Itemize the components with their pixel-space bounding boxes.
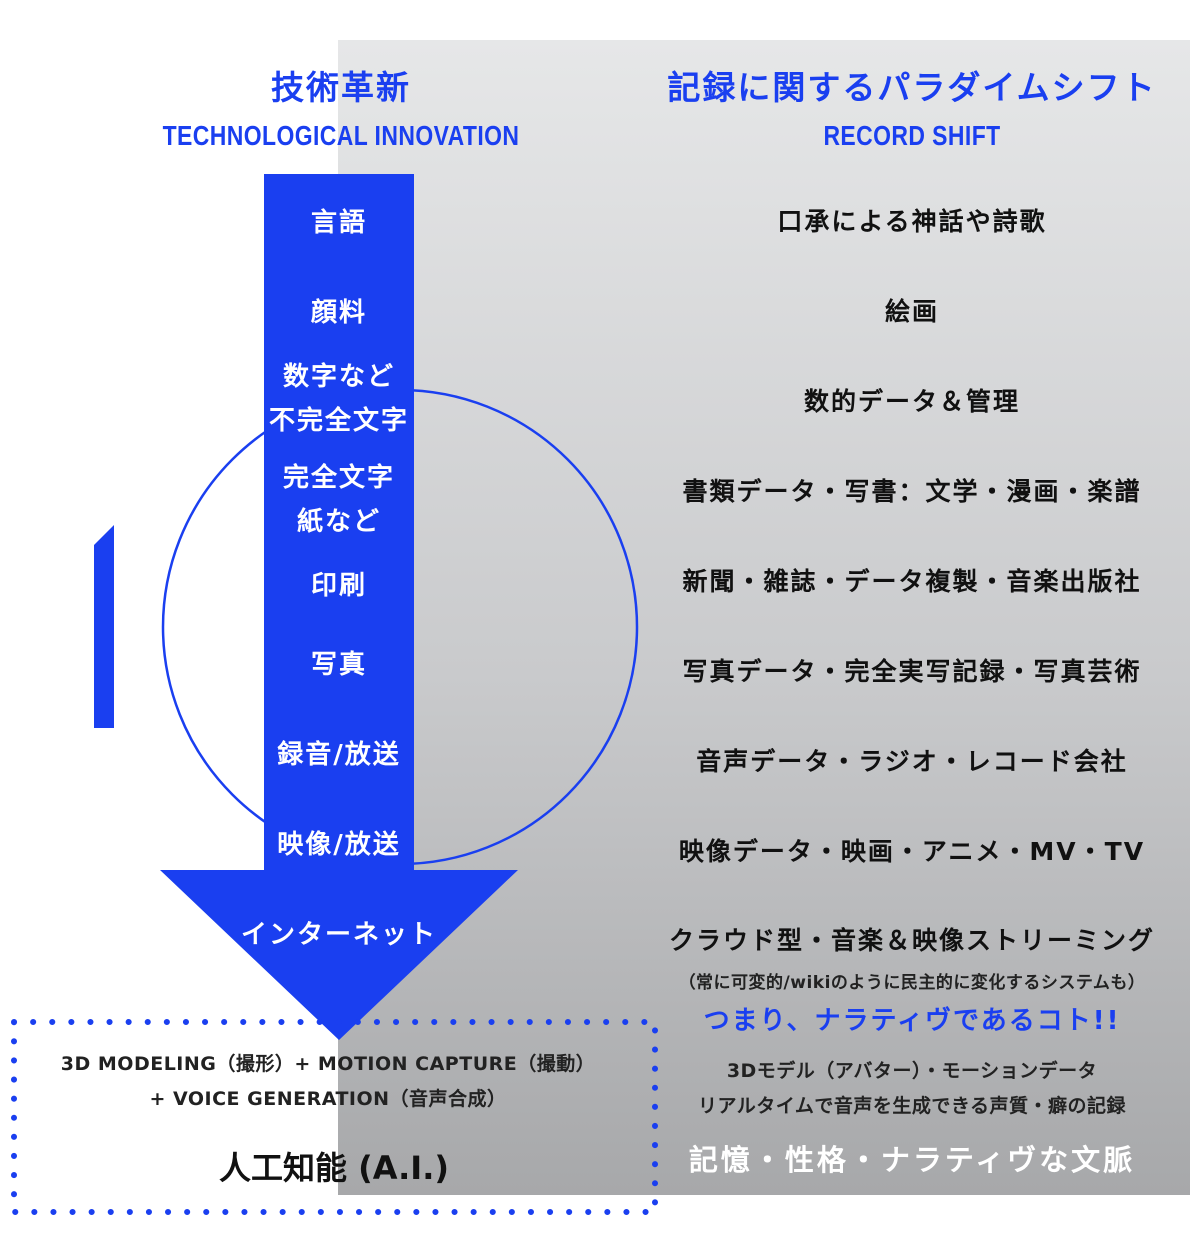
- record-item: 新聞・雑誌・データ複製・音楽出版社: [682, 567, 1142, 596]
- tech-item: 言語: [310, 208, 368, 238]
- record-item: 絵画: [884, 297, 940, 326]
- record-item: 映像データ・映画・アニメ・MV・TV: [678, 837, 1146, 866]
- cloud-note: （常に可変的/wikiのように民主的に変化するシステムも）: [678, 973, 1146, 993]
- record-item: 書類データ・写書：文学・漫画・楽譜: [682, 477, 1142, 506]
- tech-item: 不完全文字: [268, 406, 410, 436]
- record-item: 口承による神話や詩歌: [777, 207, 1047, 236]
- record-item: クラウド型・音楽＆映像ストリーミング: [668, 926, 1156, 955]
- tech-item: 紙など: [296, 507, 382, 537]
- left-header-en: TECHNOLOGICAL INNOVATION: [162, 120, 520, 151]
- timeline-arrow: [160, 174, 518, 1040]
- narrative-note: つまり、ナラティヴであるコト!!: [703, 1006, 1121, 1036]
- record-item: 数的データ＆管理: [803, 387, 1021, 416]
- tech-item: 写真: [310, 650, 368, 680]
- record-item: 写真データ・完全実写記録・写真芸術: [682, 657, 1142, 686]
- tech-item: 完全文字: [282, 463, 396, 493]
- right-header-jp: 記録に関するパラダイムシフト: [667, 68, 1157, 107]
- cycle-arc-marker: [94, 525, 114, 728]
- tech-item: インターネット: [240, 920, 438, 950]
- tech-item: 顔料: [310, 298, 368, 328]
- tech-item: 印刷: [310, 571, 368, 601]
- ai-box-title: 人工知能 (A.I.): [219, 1149, 449, 1187]
- tech-item: 数字など: [282, 362, 396, 392]
- ai-box-frame: [11, 1019, 658, 1215]
- ai-box-line1: 3D MODELING（撮形）+ MOTION CAPTURE（撮動）: [60, 1053, 596, 1075]
- ai-record-line3: 記憶・性格・ナラティヴな文脈: [688, 1143, 1136, 1177]
- right-header-en: RECORD SHIFT: [823, 120, 1001, 151]
- ai-record-line1: 3Dモデル（アバター）・モーションデータ: [726, 1060, 1098, 1082]
- ai-box-line2: + VOICE GENERATION（音声合成）: [149, 1088, 507, 1110]
- record-shift-panel: [338, 40, 1190, 1195]
- tech-item: 映像/放送: [277, 830, 401, 860]
- tech-item: 録音/放送: [277, 740, 401, 770]
- left-header-jp: 技術革新: [271, 68, 411, 107]
- ai-record-line2: リアルタイムで音声を生成できる声質・癖の記録: [697, 1095, 1127, 1117]
- record-item: 音声データ・ラジオ・レコード会社: [696, 747, 1128, 776]
